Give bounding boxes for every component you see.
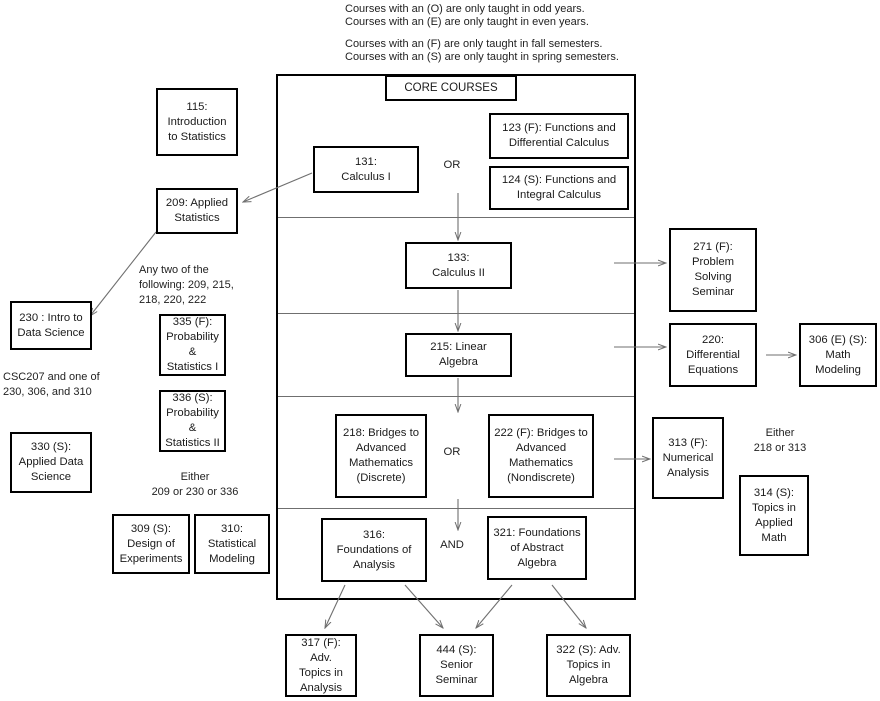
course-box-330[interactable]: 330 (S): Applied Data Science	[10, 432, 92, 493]
course-box-314[interactable]: 314 (S): Topics in Applied Math	[739, 475, 809, 556]
or-label-1: OR	[443, 159, 461, 171]
course-box-310[interactable]: 310: Statistical Modeling	[194, 514, 270, 574]
core-divider-4	[278, 508, 634, 509]
course-box-230[interactable]: 230 : Intro to Data Science	[10, 301, 92, 350]
course-box-215[interactable]: 215: Linear Algebra	[405, 333, 512, 377]
course-box-123[interactable]: 123 (F): Functions and Differential Calc…	[489, 113, 629, 159]
legend-fall-spring-semesters: Courses with an (F) are only taught in f…	[345, 38, 619, 64]
and-label-1: AND	[440, 539, 464, 551]
course-box-218[interactable]: 218: Bridges to Advanced Mathematics (Di…	[335, 414, 427, 498]
note-either-209-230-336: Either 209 or 230 or 336	[151, 471, 239, 498]
note-any-two-of-following: Any two of the following: 209, 215, 218,…	[139, 264, 234, 306]
course-box-317[interactable]: 317 (F): Adv. Topics in Analysis	[285, 634, 357, 697]
course-box-322[interactable]: 322 (S): Adv. Topics in Algebra	[546, 634, 631, 697]
core-divider-3	[278, 396, 634, 397]
course-box-444[interactable]: 444 (S): Senior Seminar	[419, 634, 494, 697]
legend-odd-even-years: Courses with an (O) are only taught in o…	[345, 3, 589, 29]
course-box-313[interactable]: 313 (F): Numerical Analysis	[652, 417, 724, 499]
or-label-2: OR	[443, 446, 461, 458]
course-box-209[interactable]: 209: Applied Statistics	[156, 188, 238, 234]
core-courses-header: CORE COURSES	[385, 75, 517, 101]
course-box-336[interactable]: 336 (S): Probability & Statistics II	[159, 390, 226, 452]
course-box-309[interactable]: 309 (S): Design of Experiments	[112, 514, 190, 574]
course-box-220[interactable]: 220: Differential Equations	[669, 323, 757, 387]
course-box-133[interactable]: 133: Calculus II	[405, 242, 512, 289]
course-box-124[interactable]: 124 (S): Functions and Integral Calculus	[489, 166, 629, 210]
core-divider-1	[278, 217, 634, 218]
course-box-306[interactable]: 306 (E) (S): Math Modeling	[799, 323, 877, 387]
note-either-218-313: Either 218 or 313	[753, 427, 807, 454]
note-csc207-requirement: CSC207 and one of 230, 306, and 310	[3, 371, 100, 398]
course-box-131[interactable]: 131: Calculus I	[313, 146, 419, 193]
course-box-335[interactable]: 335 (F): Probability & Statistics I	[159, 314, 226, 376]
core-divider-2	[278, 313, 634, 314]
course-box-222[interactable]: 222 (F): Bridges to Advanced Mathematics…	[488, 414, 594, 498]
course-box-271[interactable]: 271 (F): Problem Solving Seminar	[669, 228, 757, 312]
course-box-321[interactable]: 321: Foundations of Abstract Algebra	[487, 516, 587, 580]
course-box-115[interactable]: 115: Introduction to Statistics	[156, 88, 238, 156]
course-box-316[interactable]: 316: Foundations of Analysis	[321, 518, 427, 582]
